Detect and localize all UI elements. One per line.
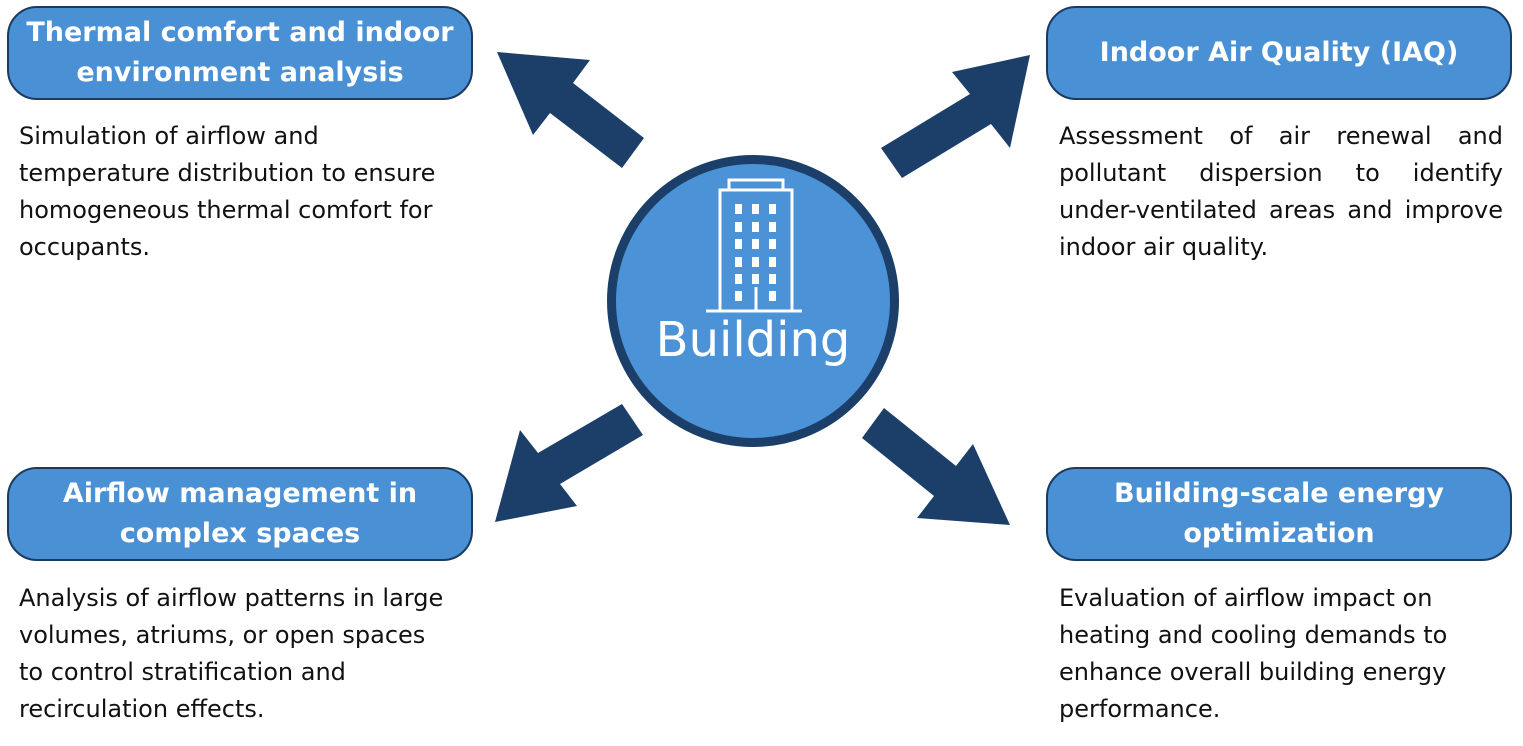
topic-title-thermal-comfort: Thermal comfort and indoor environment a… bbox=[7, 6, 473, 100]
center-label: Building bbox=[655, 312, 851, 368]
arrow-bottom-left bbox=[495, 404, 643, 522]
topic-title-energy-optimization: Building-scale energy optimization bbox=[1046, 467, 1512, 561]
arrow-bottom-right bbox=[862, 408, 1010, 525]
arrow-top-left bbox=[497, 52, 644, 168]
topic-description-airflow-management: Analysis of airflow patterns in large vo… bbox=[19, 584, 444, 723]
arrow-top-right bbox=[881, 55, 1030, 178]
topic-description-energy-optimization: Evaluation of airflow impact on heating … bbox=[1059, 584, 1448, 723]
topic-title-airflow-management: Airflow management in complex spaces bbox=[7, 467, 473, 561]
topic-title-iaq: Indoor Air Quality (IAQ) bbox=[1046, 6, 1512, 100]
topic-description-iaq: Assessment of air renewal and pollutant … bbox=[1059, 122, 1503, 261]
topic-description-thermal-comfort: Simulation of airflow and temperature di… bbox=[19, 122, 436, 261]
building-circle bbox=[607, 155, 899, 447]
building-icon bbox=[706, 178, 802, 313]
